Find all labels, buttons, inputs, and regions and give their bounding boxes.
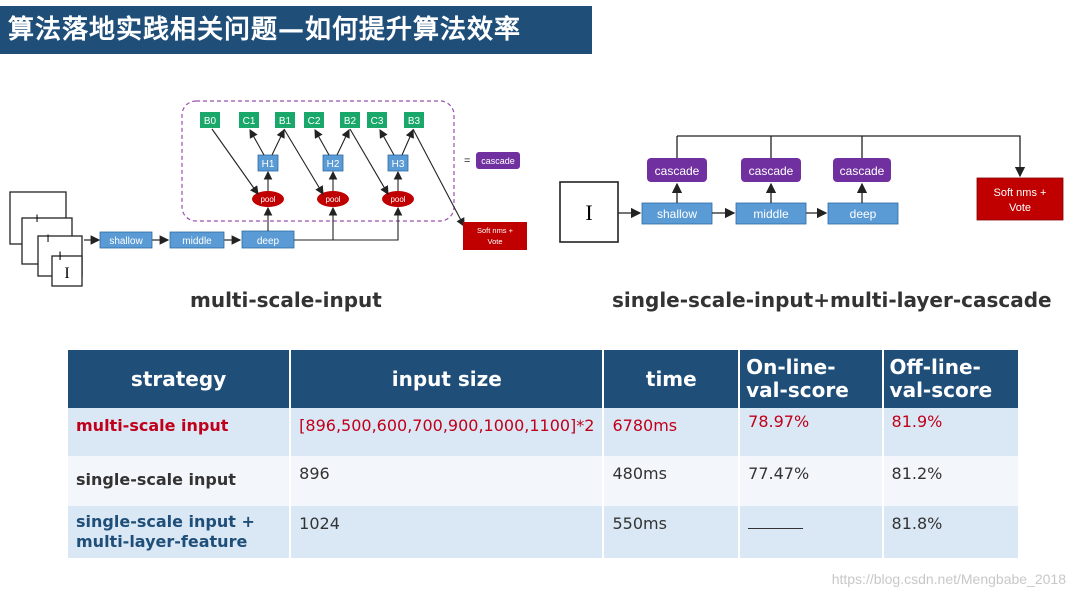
right-output-label-1: Soft nms + — [994, 187, 1047, 199]
node-b1 — [275, 112, 295, 128]
node-c2 — [304, 112, 324, 128]
pool-label-2: pool — [325, 195, 340, 204]
table-row: single-scale input 896 480ms 77.47% 81.2… — [68, 456, 1021, 506]
right-shallow-label: shallow — [657, 207, 697, 221]
slide-title: 算法落地实践相关问题—如何提升算法效率 — [0, 6, 592, 54]
cell-online-score — [739, 506, 884, 558]
node-b2 — [340, 112, 360, 128]
pool-node-3 — [382, 191, 414, 207]
right-input-label: I — [585, 200, 592, 225]
left-deep-label: deep — [257, 236, 280, 247]
left-diagram-caption: multi-scale-input — [190, 288, 382, 312]
legend-equals: = — [464, 155, 470, 167]
head-label-3: H3 — [392, 159, 405, 170]
right-input-image — [559, 181, 619, 243]
strategy-table: strategy input size time On-line- val-sc… — [68, 350, 1021, 558]
fusion-group-border — [181, 100, 455, 222]
right-deep-node — [827, 202, 899, 225]
head-node-2 — [322, 154, 344, 172]
right-output-node — [976, 177, 1064, 221]
pool-node-1 — [252, 191, 284, 207]
left-output-label-2: Vote — [487, 237, 502, 246]
legend-cascade-node — [476, 152, 520, 169]
node-c1-label: C1 — [243, 116, 256, 127]
right-cascade-node-1 — [647, 158, 707, 182]
svg-text:I: I — [46, 233, 49, 245]
cell-offline-score: 81.2% — [882, 456, 1021, 506]
cell-time: 550ms — [603, 506, 741, 558]
cell-strategy: multi-scale input — [68, 408, 292, 456]
cell-input-size: 896 — [290, 456, 605, 506]
right-cascade-node-3 — [833, 158, 891, 182]
cell-online-score: 77.47% — [739, 456, 884, 506]
cell-input-size: 1024 — [290, 506, 605, 558]
table-header-row: strategy input size time On-line- val-sc… — [68, 350, 1021, 408]
cell-offline-score: 81.8% — [882, 506, 1021, 558]
left-diagram: I I I I shallow middle deep pool pool po… — [9, 100, 527, 287]
left-shallow-label: shallow — [109, 236, 143, 247]
node-c2-label: C2 — [308, 116, 321, 127]
header-offline-line1: Off-line- — [889, 355, 981, 379]
node-c3 — [367, 112, 387, 128]
right-deep-label: deep — [850, 207, 877, 221]
svg-text:I: I — [35, 213, 38, 225]
cell-online-score: 78.97% — [739, 408, 884, 456]
right-cascade-label-3: cascade — [840, 164, 885, 178]
cell-time: 6780ms — [603, 408, 741, 456]
right-cascade-label-2: cascade — [749, 164, 794, 178]
node-b3 — [404, 112, 424, 128]
cell-strategy-line2: multi-layer-feature — [76, 532, 248, 551]
header-time: time — [603, 350, 741, 408]
table-row: single-scale input + multi-layer-feature… — [68, 506, 1021, 558]
right-diagram-caption: single-scale-input+multi-layer-cascade — [612, 288, 1052, 312]
right-output-label-2: Vote — [1009, 202, 1031, 214]
node-b2-label: B2 — [344, 116, 357, 127]
header-online-score: On-line- val-score — [739, 350, 884, 408]
diagrams-canvas: I I I I shallow middle deep pool pool po… — [9, 100, 1064, 287]
right-cascade-node-2 — [741, 158, 801, 182]
node-c1 — [239, 112, 259, 128]
left-shallow-node — [99, 231, 153, 249]
head-label-2: H2 — [327, 159, 340, 170]
right-middle-label: middle — [753, 207, 789, 221]
pool-label-3: pool — [390, 195, 405, 204]
pool-node-2 — [317, 191, 349, 207]
node-b1-label: B1 — [279, 116, 292, 127]
header-input-size: input size — [290, 350, 605, 408]
left-input-label: I — [64, 265, 69, 282]
cell-strategy-line1: single-scale input + — [76, 512, 255, 531]
left-middle-label: middle — [182, 236, 212, 247]
node-b0-label: B0 — [204, 116, 217, 127]
header-offline-line2: val-score — [889, 378, 993, 402]
header-strategy: strategy — [68, 350, 292, 408]
pool-label-1: pool — [260, 195, 275, 204]
cell-strategy: single-scale input + multi-layer-feature — [68, 506, 292, 558]
header-online-line1: On-line- — [746, 355, 836, 379]
right-diagram: I shallow middle deep cascade cascade ca… — [559, 135, 1064, 243]
cell-time: 480ms — [603, 456, 741, 506]
node-b0 — [200, 112, 220, 128]
header-offline-score: Off-line- val-score — [882, 350, 1021, 408]
left-output-node — [463, 222, 527, 250]
cell-strategy: single-scale input — [68, 456, 292, 506]
multi-scale-input-stack: I I I I — [9, 191, 83, 287]
head-label-1: H1 — [262, 159, 275, 170]
head-node-3 — [387, 154, 409, 172]
cell-input-size: [896,500,600,700,900,1000,1100]*2 — [290, 408, 605, 456]
head-node-1 — [257, 154, 279, 172]
node-c3-label: C3 — [371, 116, 384, 127]
empty-value-dash — [748, 517, 804, 529]
left-output-label-1: Soft nms + — [477, 226, 514, 235]
right-cascade-label-1: cascade — [655, 164, 700, 178]
svg-text:I: I — [58, 249, 61, 263]
watermark-url: https://blog.csdn.net/Mengbabe_2018 — [831, 571, 1066, 587]
header-online-line2: val-score — [746, 378, 849, 402]
cell-offline-score: 81.9% — [882, 408, 1021, 456]
node-b3-label: B3 — [408, 116, 421, 127]
table-row: multi-scale input [896,500,600,700,900,1… — [68, 408, 1021, 456]
left-middle-node — [169, 231, 225, 249]
legend-cascade-label: cascade — [481, 156, 515, 166]
